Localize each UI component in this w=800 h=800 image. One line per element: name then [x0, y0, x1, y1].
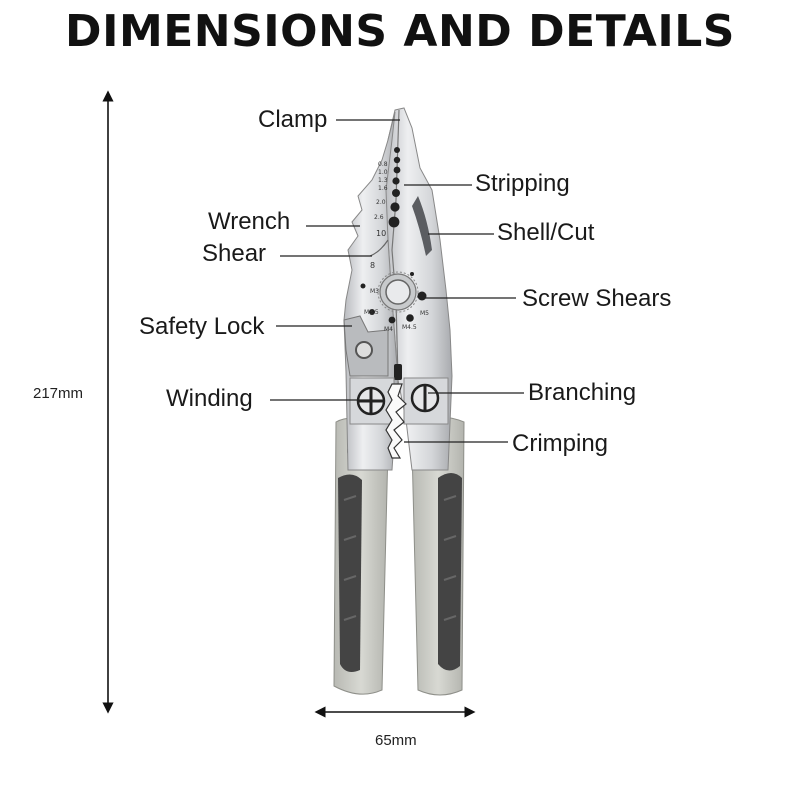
gauge-0-8: 0.8: [378, 161, 388, 168]
mark-m5: M5: [420, 310, 429, 317]
mark-m3: M3: [370, 288, 379, 295]
gauge-10: 10: [376, 229, 386, 238]
gauge-1-3: 1.3: [378, 177, 388, 184]
label-winding: Winding: [166, 385, 253, 412]
page-title: DIMENSIONS AND DETAILS: [65, 6, 735, 57]
steel-body: [343, 107, 453, 471]
width-dimension-label: 65mm: [375, 732, 417, 749]
mark-m4-5: M4.5: [402, 324, 417, 331]
engraved-markings: 0.8 1.0 1.3 1.6 2.0 2.6 10 8 M3 M3.5 M4 …: [364, 161, 429, 333]
height-dimension-label: 217mm: [33, 385, 84, 402]
mark-8: 8: [370, 261, 375, 270]
label-shell-cut: Shell/Cut: [497, 219, 595, 246]
label-clamp: Clamp: [258, 106, 328, 133]
label-crimping: Crimping: [512, 430, 609, 457]
gauge-2-6: 2.6: [374, 214, 384, 221]
label-stripping: Stripping: [475, 170, 570, 197]
label-shear: Shear: [202, 240, 267, 267]
label-screw-shears: Screw Shears: [522, 285, 672, 312]
mark-m4: M4: [384, 326, 393, 333]
gauge-1-6: 1.6: [378, 185, 388, 192]
leader-lines: [270, 119, 524, 443]
mark-m3-5: M3.5: [364, 309, 379, 316]
left-handle: [333, 417, 389, 695]
label-branching: Branching: [528, 379, 637, 406]
label-wrench: Wrench: [208, 208, 291, 235]
gauge-2-0: 2.0: [376, 199, 386, 206]
gauge-1-0: 1.0: [378, 169, 388, 176]
label-safety-lock: Safety Lock: [139, 313, 265, 340]
